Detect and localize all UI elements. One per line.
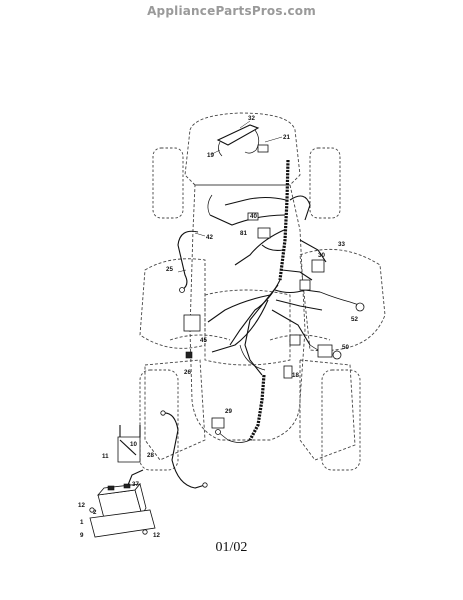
- callout-label: 30: [318, 252, 325, 259]
- main-wire-harness: [207, 159, 363, 443]
- callout-label: 29: [225, 408, 232, 415]
- callout-label: 21: [283, 134, 290, 141]
- callout-labels: 32 21 19 40 81 42 33 30 25 52 45 50 26 1…: [78, 115, 358, 539]
- callout-label: 10: [130, 441, 137, 448]
- rear-left-tire: [139, 369, 179, 471]
- harness-components: [183, 212, 365, 435]
- headlight-assembly: [211, 120, 283, 157]
- callout-label: 52: [351, 316, 358, 323]
- callout-label: 2: [93, 509, 97, 516]
- callout-label: 1: [80, 519, 84, 526]
- callout-label: 33: [338, 241, 345, 248]
- callout-label: 26: [184, 369, 191, 376]
- callout-label: 9: [80, 532, 84, 539]
- battery-assembly: [89, 425, 156, 538]
- callout-label: 18: [292, 372, 299, 379]
- rear-right-tire: [321, 369, 361, 471]
- callout-label: 50: [342, 344, 349, 351]
- front-right-tire: [309, 147, 341, 219]
- ground-cable-25: [177, 230, 206, 293]
- callout-label: 12: [153, 532, 160, 539]
- callout-label: 40: [250, 213, 257, 220]
- watermark-text: AppliancePartsPros.com: [147, 4, 316, 18]
- callout-label: 42: [206, 234, 213, 241]
- callout-label: 25: [166, 266, 173, 273]
- callout-label: 12: [78, 502, 85, 509]
- callout-label: 81: [240, 230, 247, 237]
- callout-label: 32: [248, 115, 255, 122]
- callout-label: 37: [132, 481, 139, 488]
- tractor-outline: [139, 112, 386, 471]
- callout-label: 19: [207, 152, 214, 159]
- front-left-tire: [152, 147, 184, 219]
- callout-label: 45: [200, 337, 207, 344]
- page-number: 01/02: [215, 540, 248, 555]
- battery-cable-28: [160, 410, 208, 489]
- callout-label: 11: [102, 453, 109, 460]
- callout-label: 28: [147, 452, 154, 459]
